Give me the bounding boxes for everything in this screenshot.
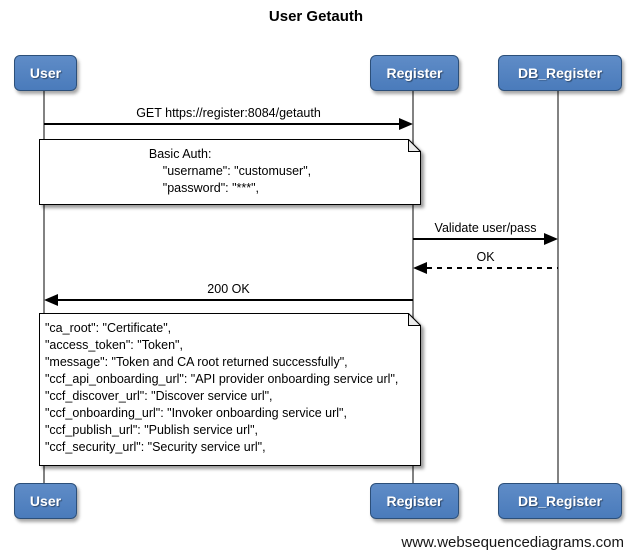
note-line: "ccf_onboarding_url": "Invoker onboardin… <box>45 406 347 420</box>
actor-user-bottom: User <box>14 483 77 519</box>
message-ok-label: OK <box>476 250 495 264</box>
note-token-response: "ca_root": "Certificate", "access_token"… <box>39 313 421 466</box>
note-line: "ca_root": "Certificate", <box>45 321 172 335</box>
message-validate-label: Validate user/pass <box>434 221 537 235</box>
message-ok-line <box>427 267 558 269</box>
note-line: "ccf_api_onboarding_url": "API provider … <box>45 372 399 386</box>
note-line: "access_token": "Token", <box>45 338 183 352</box>
note-line: "ccf_publish_url": "Publish service url"… <box>45 423 258 437</box>
note-line: "message": "Token and CA root returned s… <box>45 355 348 369</box>
actor-db-register-label: DB_Register <box>517 65 603 81</box>
note-line: "password": "***", <box>148 181 260 195</box>
message-200ok-label: 200 OK <box>207 282 250 296</box>
actor-user-top: User <box>14 55 77 91</box>
actor-register-bottom: Register <box>370 483 459 519</box>
lifeline-user <box>43 91 45 483</box>
actor-user-label: User <box>29 493 62 509</box>
lifeline-db-register <box>557 91 559 483</box>
note-shape <box>39 139 421 205</box>
message-200ok-line <box>58 299 413 301</box>
note-line: "username": "customuser", <box>148 164 312 178</box>
message-validate-line <box>413 238 545 240</box>
actor-db-register-bottom: DB_Register <box>498 483 622 519</box>
watermark-websequencediagrams: www.websequencediagrams.com <box>401 534 624 551</box>
lifeline-register <box>412 91 414 483</box>
actor-db-register-top: DB_Register <box>498 55 622 91</box>
arrowhead-right-icon <box>399 118 413 130</box>
actor-register-label: Register <box>386 493 443 509</box>
arrowhead-left-icon <box>413 262 427 274</box>
note-shape <box>39 313 421 466</box>
note-token-response-text: "ca_root": "Certificate", "access_token"… <box>39 313 421 456</box>
message-get-getauth-line <box>44 123 400 125</box>
note-line: "ccf_security_url": "Security service ur… <box>45 440 266 454</box>
actor-register-top: Register <box>370 55 459 91</box>
note-basic-auth: Basic Auth: "username": "customuser", "p… <box>39 139 421 205</box>
actor-register-label: Register <box>386 65 443 81</box>
message-get-getauth-label: GET https://register:8084/getauth <box>136 106 321 120</box>
note-line: "ccf_discover_url": "Discover service ur… <box>45 389 273 403</box>
diagram-title: User Getauth <box>268 8 364 25</box>
arrowhead-left-icon <box>44 294 58 306</box>
actor-db-register-label: DB_Register <box>517 493 603 509</box>
note-basic-auth-text: Basic Auth: "username": "customuser", "p… <box>149 139 311 197</box>
arrowhead-right-icon <box>544 233 558 245</box>
actor-user-label: User <box>29 65 62 81</box>
note-line: Basic Auth: <box>148 147 212 161</box>
